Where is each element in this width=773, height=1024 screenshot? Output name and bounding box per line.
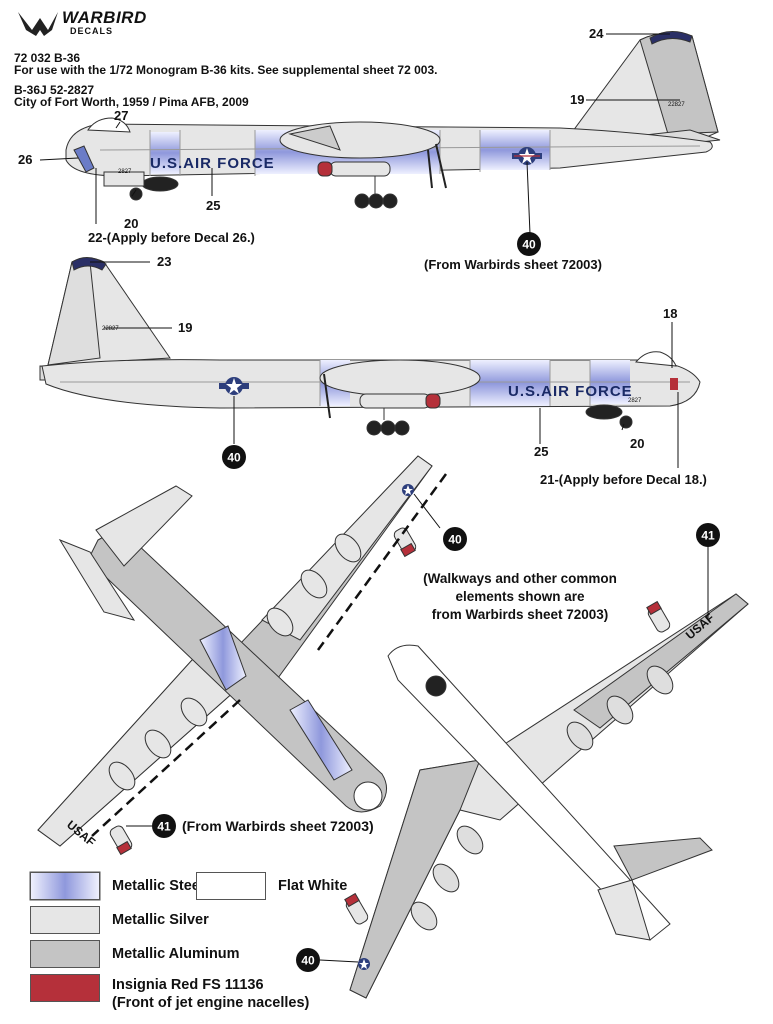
legend-label-red-group: Insignia Red FS 11136 (Front of jet engi…: [112, 976, 309, 1012]
tail-serial-mid: 22827: [102, 326, 119, 332]
badge-40-top: 40: [517, 232, 541, 256]
legend-flat-white: Flat White: [196, 872, 347, 900]
side-view-top: [65, 31, 721, 209]
svg-text:40: 40: [448, 533, 462, 547]
legend-label-white: Flat White: [278, 878, 348, 894]
svg-text:41: 41: [701, 529, 715, 543]
callout-24: 24: [589, 26, 604, 41]
legend-label-red-note: (Front of jet engine nacelles): [112, 995, 310, 1011]
logo-brand: WARBIRD: [62, 8, 147, 27]
callout-19-mid: 19: [178, 320, 193, 335]
logo-sub: DECALS: [70, 26, 114, 36]
leader-lines-plan-right: [319, 546, 709, 963]
legend-metallic-aluminum: Metallic Aluminum: [30, 940, 240, 968]
svg-text:41: 41: [157, 820, 171, 834]
callout-22: 22-(Apply before Decal 26.): [88, 230, 255, 245]
legend-label-steel: Metallic Steel: [112, 878, 204, 894]
svg-text:40: 40: [227, 451, 241, 465]
plan-view-left: [37, 455, 448, 856]
nose-serial-top: 2827: [118, 169, 132, 175]
header-usage: For use with the 1/72 Monogram B-36 kits…: [14, 63, 438, 77]
badge-40-bottom: 40: [296, 948, 320, 972]
callout-20-mid: 20: [630, 436, 645, 451]
svg-text:40: 40: [522, 238, 536, 252]
logo-wings-icon: [18, 12, 58, 36]
tail-cap-top: [649, 31, 693, 45]
legend-swatch-red: [30, 974, 100, 1002]
badge-40-plan-left: 40: [443, 527, 467, 551]
badge-41-right: 41: [696, 523, 720, 547]
leader-lines-plan-left: [126, 493, 441, 827]
logo: [18, 12, 58, 36]
badge-41-left: 41: [152, 814, 176, 838]
legend-swatch-white: [196, 872, 266, 900]
legend-swatch-silver: [30, 906, 100, 934]
callout-25-top: 25: [206, 198, 221, 213]
callout-26: 26: [18, 152, 33, 167]
fuselage-label-top: U.S.AIR FORCE: [150, 155, 275, 172]
callout-18: 18: [663, 306, 678, 321]
callout-25-mid: 25: [534, 444, 549, 459]
callout-20-top: 20: [124, 216, 139, 231]
header-aircraft-name: City of Fort Worth, 1959 / Pima AFB, 200…: [14, 95, 249, 109]
legend-metallic-silver: Metallic Silver: [30, 906, 209, 934]
callout-23: 23: [157, 254, 172, 269]
callout-21: 21-(Apply before Decal 18.): [540, 472, 707, 487]
plan-view-right: [344, 593, 749, 999]
tail-cap-mid: [71, 257, 107, 271]
note-from-72003-top: (From Warbirds sheet 72003): [424, 257, 602, 272]
badge-40-mid: 40: [222, 445, 246, 469]
leader-lines-top: [39, 33, 680, 235]
leader-lines-mid: [90, 261, 679, 468]
legend-label-silver: Metallic Silver: [112, 912, 209, 928]
fuselage-label-mid: U.S.AIR FORCE: [508, 383, 633, 400]
legend-swatch-aluminum: [30, 940, 100, 968]
side-view-middle: [39, 257, 701, 436]
callout-27: 27: [114, 108, 129, 123]
header-kit-number: 72 032 B-36: [14, 51, 81, 65]
legend-metallic-steel: Metallic Steel: [30, 872, 204, 900]
callout-19-top: 19: [570, 92, 585, 107]
legend-label-red: Insignia Red FS 11136: [112, 977, 264, 993]
note-walkways-line1: (Walkways and other common: [423, 571, 617, 586]
note-walkways-line2: elements shown are: [455, 589, 585, 604]
note-walkways: (Walkways and other common elements show…: [410, 570, 630, 624]
fuselage-plan-right: [387, 644, 671, 941]
legend-swatch-steel: [30, 872, 100, 900]
note-from-72003-bottom: (From Warbirds sheet 72003): [182, 818, 374, 834]
nose-serial-mid: 2827: [628, 398, 642, 404]
header-aircraft-id: B-36J 52-2827: [14, 83, 95, 97]
legend-label-aluminum: Metallic Aluminum: [112, 946, 240, 962]
note-walkways-line3: from Warbirds sheet 72003): [431, 607, 609, 622]
legend-insignia-red: Insignia Red FS 11136 (Front of jet engi…: [30, 974, 309, 1012]
tail-serial-top: 22827: [668, 102, 685, 108]
svg-text:40: 40: [301, 954, 315, 968]
